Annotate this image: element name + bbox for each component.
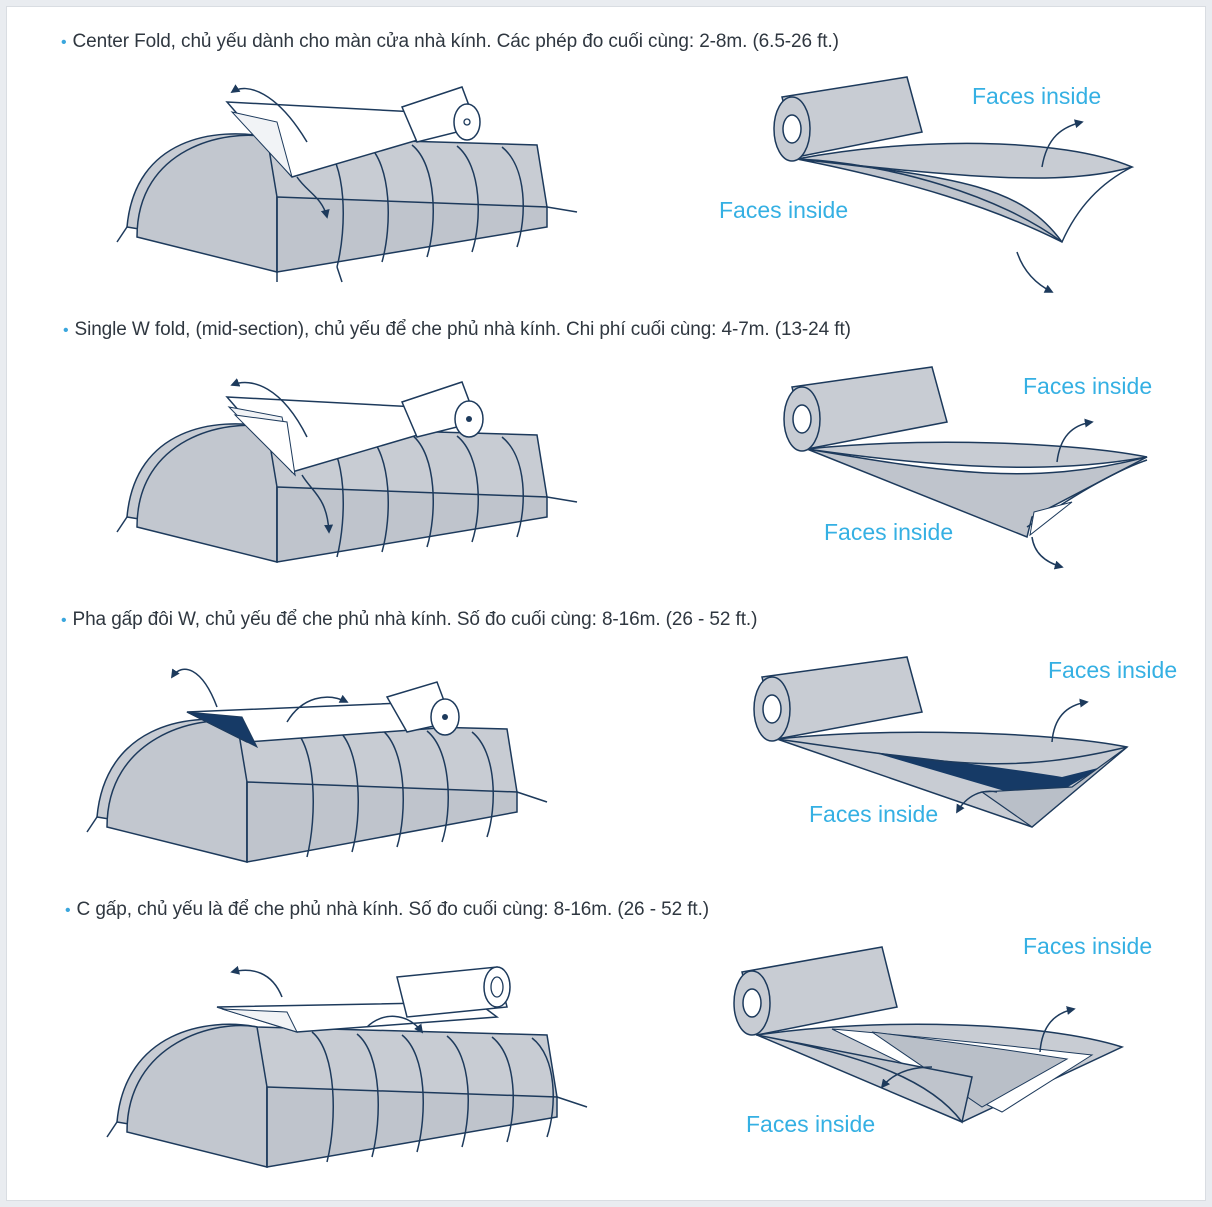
faces-inside-label-bottom: Faces inside: [809, 801, 939, 827]
faces-inside-label-top: Faces inside: [1023, 933, 1153, 959]
section-single-w-fold: • Single W fold, (mid-section), chủ yếu đ…: [7, 297, 1207, 587]
bullet-icon: •: [61, 34, 67, 51]
folded-roll-illustration: [783, 366, 1148, 570]
folded-roll-illustration: [773, 76, 1135, 293]
section-caption: • C gấp, chủ yếu là để che phủ nhà kính. …: [65, 899, 709, 921]
folded-roll-illustration: [733, 946, 1125, 1124]
diagram-frame: • Center Fold, chủ yếu dành cho màn cửa n…: [6, 6, 1206, 1201]
greenhouse-illustration: [86, 668, 548, 863]
folded-roll-illustration: [753, 656, 1129, 828]
caption-text: Center Fold, chủ yếu dành cho màn cửa nh…: [72, 31, 839, 52]
bullet-icon: •: [63, 322, 69, 339]
section-caption: • Center Fold, chủ yếu dành cho màn cửa n…: [61, 31, 839, 53]
section-c-fold: • C gấp, chủ yếu là để che phủ nhà kính. …: [7, 877, 1207, 1202]
section-center-fold: • Center Fold, chủ yếu dành cho màn cửa n…: [7, 7, 1207, 297]
bullet-icon: •: [61, 612, 67, 629]
faces-inside-label-bottom: Faces inside: [824, 519, 954, 545]
faces-inside-label-top: Faces inside: [972, 83, 1102, 109]
bullet-icon: •: [65, 902, 71, 919]
greenhouse-illustration: [116, 378, 578, 563]
caption-text: Pha gấp đôi W, chủ yếu để che phủ nhà kí…: [72, 609, 758, 630]
section-caption: • Single W fold, (mid-section), chủ yếu đ…: [63, 319, 851, 341]
greenhouse-illustration: [106, 965, 588, 1168]
section-caption: • Pha gấp đôi W, chủ yếu để che phủ nhà k…: [61, 609, 757, 631]
faces-inside-label-bottom: Faces inside: [746, 1111, 876, 1137]
faces-inside-label-bottom: Faces inside: [719, 197, 849, 223]
caption-text: C gấp, chủ yếu là để che phủ nhà kính. S…: [76, 899, 710, 920]
greenhouse-illustration: [116, 84, 578, 283]
faces-inside-label-top: Faces inside: [1023, 373, 1153, 399]
section-double-w-fold: • Pha gấp đôi W, chủ yếu để che phủ nhà k…: [7, 587, 1207, 877]
faces-inside-label-top: Faces inside: [1048, 657, 1178, 683]
caption-text: Single W fold, (mid-section), chủ yếu để…: [74, 319, 851, 340]
